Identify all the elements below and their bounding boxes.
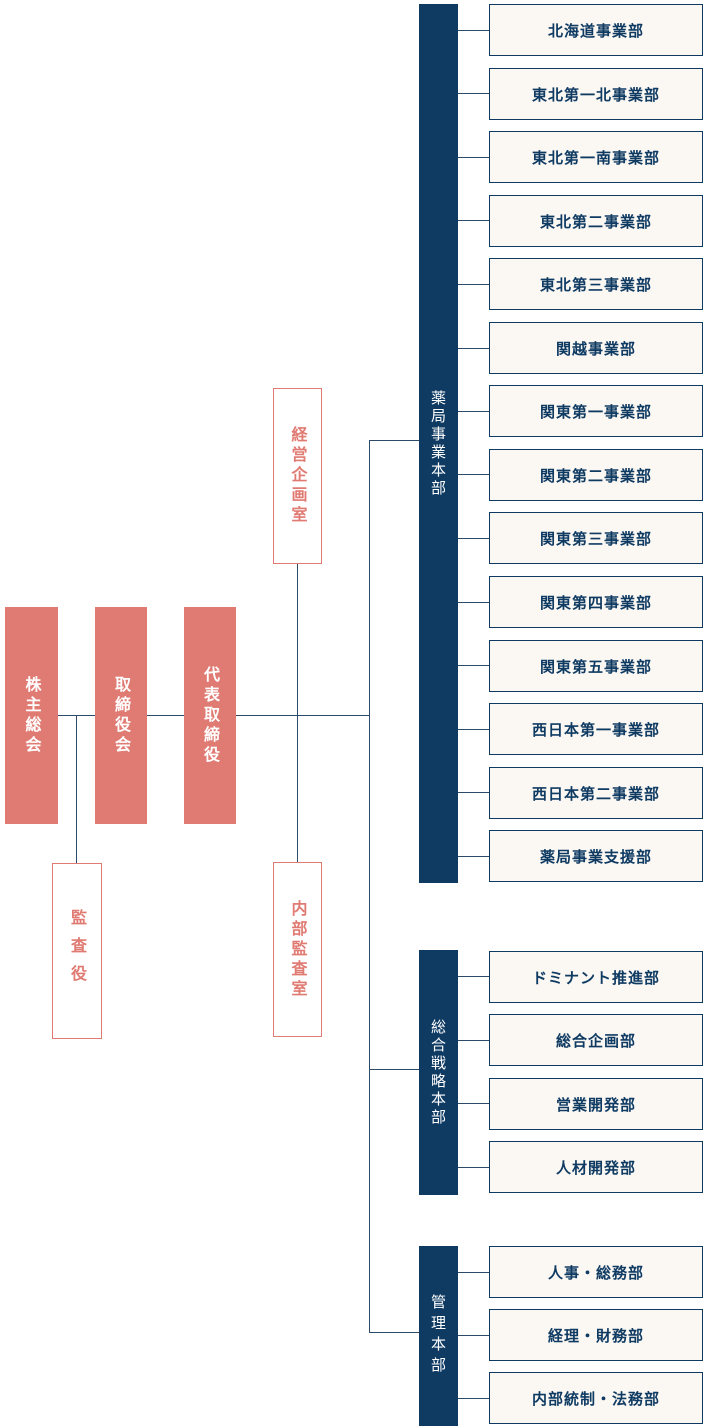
department-label: 北海道事業部 <box>547 21 644 40</box>
planning-office-box: 経営企画室 <box>273 388 322 564</box>
department-box: 関東第一事業部 <box>489 385 703 437</box>
division-1-connector-7 <box>458 411 489 412</box>
department-label: 関越事業部 <box>555 339 636 358</box>
department-label: 人材開発部 <box>555 1158 636 1177</box>
department-box: 人事・総務部 <box>489 1246 703 1298</box>
division-strategy-bar: 総合戦略本部 <box>419 950 458 1195</box>
division-1-connector-3 <box>458 157 489 158</box>
board-of-directors-box: 取締役会 <box>95 607 147 824</box>
department-label: 東北第三事業部 <box>539 275 652 294</box>
division-strategy-label: 総合戦略本部 <box>429 1018 447 1127</box>
division-3-connector-1 <box>458 1272 489 1273</box>
division-2-connector-1 <box>458 976 489 977</box>
department-label: 関東第二事業部 <box>539 466 652 485</box>
department-box: 関東第三事業部 <box>489 512 703 564</box>
division-1-connector-11 <box>458 665 489 666</box>
connector-to-division-2 <box>369 1069 420 1070</box>
department-box: 北海道事業部 <box>489 4 703 56</box>
auditor-box: 監査役 <box>52 863 102 1039</box>
division-1-connector-4 <box>458 220 489 221</box>
department-label: 西日本第一事業部 <box>531 720 660 739</box>
division-2-connector-4 <box>458 1167 489 1168</box>
department-label: 東北第一北事業部 <box>531 85 660 104</box>
department-label: 経理・財務部 <box>547 1326 644 1345</box>
department-box: 内部統制・法務部 <box>489 1372 703 1424</box>
connector-office-vertical <box>297 564 298 862</box>
department-label: 東北第一南事業部 <box>531 148 660 167</box>
department-box: 関東第四事業部 <box>489 576 703 628</box>
shareholders-meeting-label: 株主総会 <box>22 675 42 756</box>
department-label: 関東第五事業部 <box>539 657 652 676</box>
department-box: 経理・財務部 <box>489 1309 703 1361</box>
division-pharmacy-bar: 薬局事業本部 <box>419 4 458 883</box>
department-box: 東北第一南事業部 <box>489 131 703 183</box>
department-box: 総合企画部 <box>489 1014 703 1066</box>
shareholders-meeting-box: 株主総会 <box>5 607 58 824</box>
department-label: 東北第二事業部 <box>539 212 652 231</box>
division-pharmacy-label: 薬局事業本部 <box>429 389 447 498</box>
department-label: 総合企画部 <box>555 1031 636 1050</box>
department-box: 営業開発部 <box>489 1078 703 1130</box>
department-box: 西日本第二事業部 <box>489 767 703 819</box>
division-3-connector-3 <box>458 1398 489 1399</box>
division-1-connector-13 <box>458 792 489 793</box>
department-box: 関東第二事業部 <box>489 449 703 501</box>
division-3-connector-2 <box>458 1335 489 1336</box>
department-label: 関東第三事業部 <box>539 529 652 548</box>
department-box: 東北第三事業部 <box>489 258 703 310</box>
department-box: 関越事業部 <box>489 322 703 374</box>
department-label: 関東第四事業部 <box>539 593 652 612</box>
division-2-connector-2 <box>458 1040 489 1041</box>
internal-audit-office-label: 内部監査室 <box>288 899 308 1000</box>
division-2-connector-3 <box>458 1103 489 1104</box>
department-label: 人事・総務部 <box>547 1263 644 1282</box>
division-1-connector-1 <box>458 30 489 31</box>
department-box: 東北第一北事業部 <box>489 68 703 120</box>
department-box: ドミナント推進部 <box>489 951 703 1003</box>
department-label: 営業開発部 <box>555 1095 636 1114</box>
connector-to-division-1 <box>369 440 420 441</box>
connector-division-spine <box>369 440 370 1333</box>
board-of-directors-label: 取締役会 <box>112 675 131 756</box>
department-box: 薬局事業支援部 <box>489 830 703 882</box>
department-label: 西日本第二事業部 <box>531 784 660 803</box>
planning-office-label: 経営企画室 <box>288 426 308 526</box>
division-1-connector-2 <box>458 93 489 94</box>
representative-director-label: 代表取締役 <box>201 665 220 766</box>
division-1-connector-12 <box>458 729 489 730</box>
division-1-connector-5 <box>458 284 489 285</box>
connector-to-division-3 <box>369 1332 420 1333</box>
department-label: 内部統制・法務部 <box>531 1389 660 1408</box>
division-admin-bar: 管理本部 <box>419 1246 458 1426</box>
division-1-connector-10 <box>458 602 489 603</box>
department-label: 薬局事業支援部 <box>539 847 652 866</box>
connector-auditor-vertical <box>76 715 77 863</box>
department-label: ドミナント推進部 <box>531 968 660 987</box>
auditor-label: 監査役 <box>68 909 87 993</box>
representative-director-box: 代表取締役 <box>184 607 236 824</box>
division-1-connector-8 <box>458 474 489 475</box>
division-1-connector-9 <box>458 538 489 539</box>
department-label: 関東第一事業部 <box>539 402 652 421</box>
division-1-connector-14 <box>458 856 489 857</box>
department-box: 東北第二事業部 <box>489 195 703 247</box>
department-box: 西日本第一事業部 <box>489 703 703 755</box>
department-box: 関東第五事業部 <box>489 640 703 692</box>
internal-audit-office-box: 内部監査室 <box>273 862 322 1037</box>
division-1-connector-6 <box>458 348 489 349</box>
division-admin-label: 管理本部 <box>429 1294 447 1378</box>
department-box: 人材開発部 <box>489 1141 703 1193</box>
